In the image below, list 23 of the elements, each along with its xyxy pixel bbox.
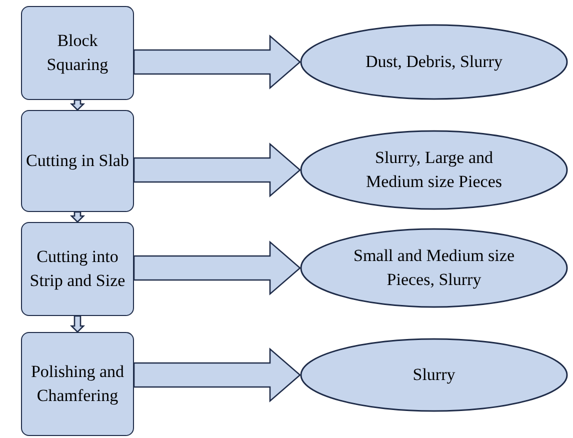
box-label: Slurry: [412, 364, 456, 386]
output-ellipse: [300, 130, 568, 210]
block-arrow: [70, 315, 86, 333]
block-arrow: [133, 348, 301, 402]
block-arrow: [70, 99, 86, 111]
block-arrow: [133, 240, 301, 296]
process-box: [21, 6, 134, 100]
box-label: Dust, Debris, Slurry: [366, 51, 502, 74]
output-ellipse: [300, 338, 568, 412]
box-label: Slurry, Large and Medium size Pieces: [365, 147, 503, 193]
output-ellipse: [300, 228, 568, 308]
block-arrow: [133, 34, 301, 90]
process-box: [21, 222, 134, 316]
box-label: Block Squaring: [46, 30, 110, 76]
block-arrow: [70, 211, 86, 223]
box-label: Small and Medium size Pieces, Slurry: [352, 245, 516, 291]
box-label: Cutting into Strip and Size: [28, 246, 126, 292]
output-ellipse: [300, 24, 568, 100]
box-label: Polishing and Chamfering: [30, 361, 126, 407]
process-box: [21, 332, 134, 436]
block-arrow: [133, 142, 301, 198]
box-label: Cutting in Slab: [26, 150, 129, 172]
process-box: [21, 110, 134, 212]
